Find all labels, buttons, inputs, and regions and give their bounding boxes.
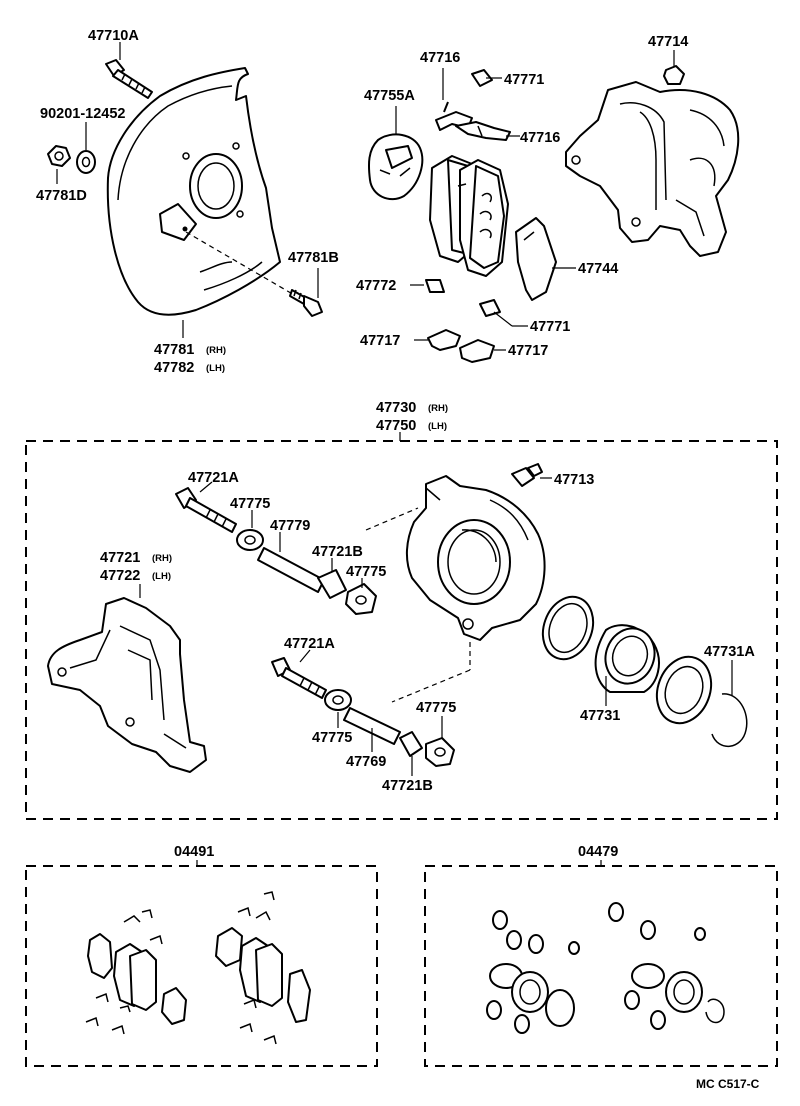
bushing-47775-a [236,529,264,551]
label-47716-a: 47716 [420,50,460,66]
label-47721a-lower: 47721A [284,636,335,652]
pad-kit-contents [85,891,311,1045]
disc-brake-pad-set [429,155,509,277]
slide-pin-47721b-upper [317,569,347,599]
bleeder-plug-47714 [663,65,685,85]
label-47731a: 47731A [704,644,755,660]
label-47769: 47769 [346,754,386,770]
label-47722: 47722 [100,568,140,584]
label-47714: 47714 [648,34,688,50]
nut-47781d [47,145,71,167]
label-47713: 47713 [554,472,594,488]
label-90201-12452: 90201-12452 [40,106,125,122]
label-47775-a: 47775 [230,496,270,512]
label-47775-d: 47775 [416,700,456,716]
label-rh-3: (RH) [152,553,172,564]
bolt-47710a [105,59,153,99]
bolt-47781b [289,289,323,317]
label-47771-b: 47771 [530,319,570,335]
label-47721b-lower: 47721B [382,778,433,794]
label-47782: 47782 [154,360,194,376]
seal-kit-contents [486,902,725,1034]
label-47755a: 47755A [364,88,415,104]
reference-code: MC C517-C [696,1077,760,1091]
seal-kit-box [424,865,778,1067]
pad-wear-indicator-47772 [425,279,445,293]
cylinder-boot [655,655,713,725]
anti-squeal-shim-47744 [515,217,557,301]
label-47781d: 47781D [36,188,87,204]
label-47775-c: 47775 [312,730,352,746]
washer-90201-12452 [76,150,96,174]
label-47779: 47779 [270,518,310,534]
anti-rattle-spring-47771-b [479,299,501,317]
label-47710a: 47710A [88,28,139,44]
piston-seal [541,595,595,661]
disc-brake-cylinder-upper [565,81,740,257]
label-47721b-upper: 47721B [312,544,363,560]
label-47781b: 47781B [288,250,339,266]
label-47731: 47731 [580,708,620,724]
cylinder-body [406,475,546,641]
pad-kit-box [25,865,378,1067]
slide-pin-47779 [257,547,325,593]
slide-pin-47769 [343,707,401,745]
label-47750: 47750 [376,418,416,434]
label-47717-a: 47717 [360,333,400,349]
label-47721a-upper: 47721A [188,470,239,486]
label-rh-1: (RH) [206,345,226,356]
label-04491: 04491 [174,844,214,860]
disc-brake-mounting-47721 [47,597,207,773]
label-lh-2: (LH) [428,421,447,432]
bushing-47775-c [324,689,352,711]
label-47771-a: 47771 [504,72,544,88]
slide-bolt-47721a-lower [271,657,327,699]
label-rh-2: (RH) [428,403,448,414]
label-04479: 04479 [578,844,618,860]
pad-support-plate-47717-b [459,339,495,363]
slide-bolt-47721a-upper [175,487,237,533]
label-47717-b: 47717 [508,343,548,359]
label-47716-b: 47716 [520,130,560,146]
bushing-47775-d [425,737,455,767]
pad-support-plate-47717-a [427,329,461,351]
bleeder-plug-47713 [511,463,543,487]
label-47781: 47781 [154,342,194,358]
label-47744: 47744 [578,261,618,277]
pad-support-plate-47716-b [455,121,511,141]
label-lh-3: (LH) [152,571,171,582]
label-47721: 47721 [100,550,140,566]
anti-rattle-spring-47771-a [471,69,493,87]
caliper-assembly-box [25,440,778,820]
label-lh-1: (LH) [206,363,225,374]
anti-squeal-shim-47755a [368,133,424,201]
set-ring-47731a [711,693,748,747]
slide-pin-47721b-lower [399,731,423,757]
label-47730: 47730 [376,400,416,416]
label-47775-b: 47775 [346,564,386,580]
label-47772: 47772 [356,278,396,294]
bushing-47775-b [345,583,377,615]
dust-shield-47781 [106,67,281,316]
piston-47731 [594,624,660,693]
